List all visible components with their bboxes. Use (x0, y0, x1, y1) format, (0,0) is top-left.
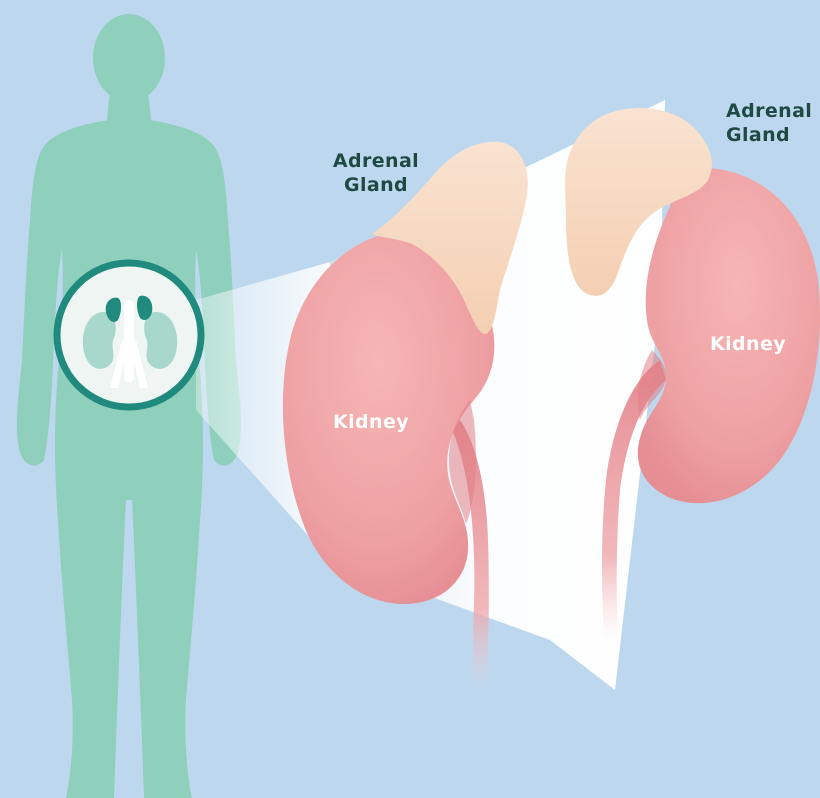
adrenal-gland-label-right-line2: Gland (726, 123, 818, 147)
inset-kidney-icon (57, 263, 201, 407)
kidney-label-left: Kidney (333, 410, 409, 434)
adrenal-gland-label-right: Adrenal Gland (726, 99, 818, 147)
adrenal-gland-label-right-line1: Adrenal (726, 99, 818, 123)
adrenal-gland-label-left-line2: Gland (330, 173, 422, 197)
adrenal-gland-label-left: Adrenal Gland (330, 149, 422, 197)
kidney-label-right: Kidney (710, 332, 786, 356)
adrenal-gland-label-left-line1: Adrenal (330, 149, 422, 173)
